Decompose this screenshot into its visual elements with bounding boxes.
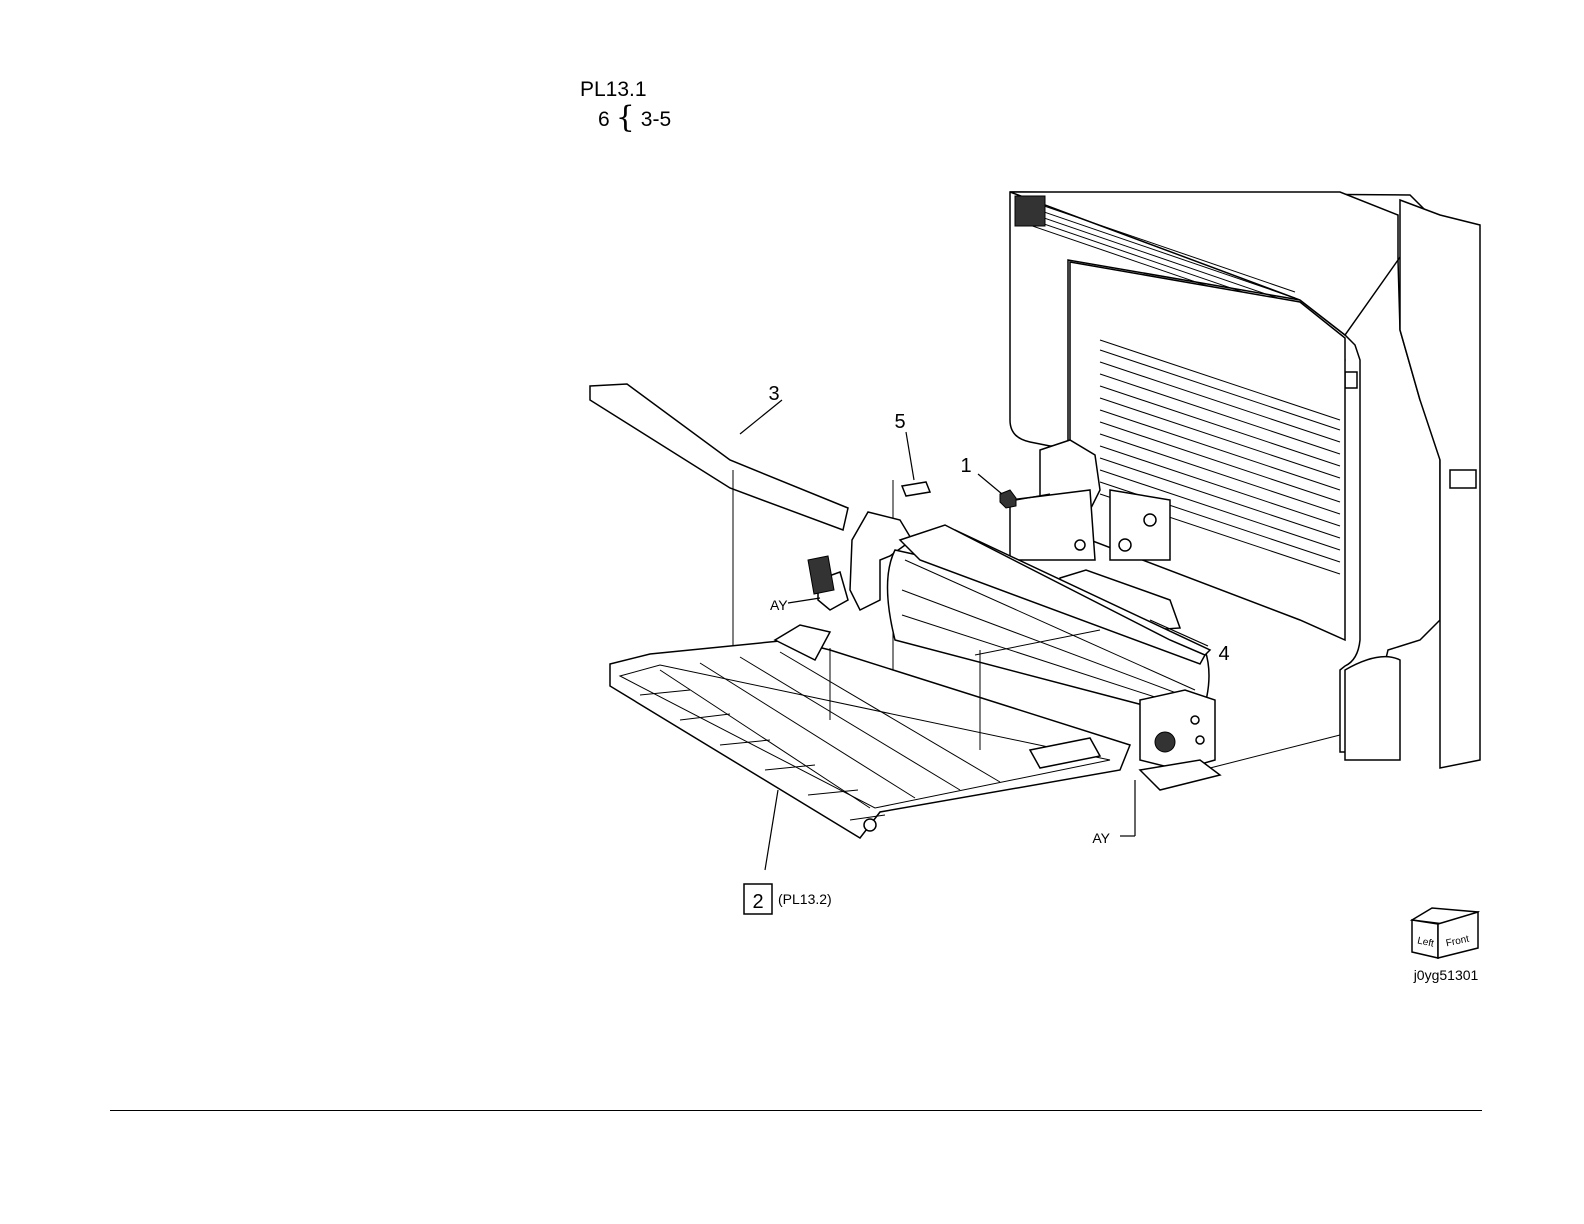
- callout-2-reference: (PL13.2): [778, 891, 832, 907]
- figure-id: j0yg51301: [1413, 967, 1479, 983]
- callout-1: 1: [960, 455, 971, 477]
- orientation-cube-icon: Left Front: [1412, 908, 1478, 958]
- page-footer-rule: [110, 1110, 1482, 1111]
- alignment-mark-ay-lower: AY: [1092, 830, 1110, 846]
- alignment-mark-ay-upper: AY: [770, 597, 788, 613]
- callout-3: 3: [768, 383, 779, 405]
- callout-4: 4: [1218, 643, 1229, 665]
- ay-upper-leader: [788, 598, 820, 603]
- part-3-film-sheet: [590, 384, 848, 668]
- callout-2: 2: [752, 891, 763, 913]
- callout-5: 5: [894, 411, 905, 433]
